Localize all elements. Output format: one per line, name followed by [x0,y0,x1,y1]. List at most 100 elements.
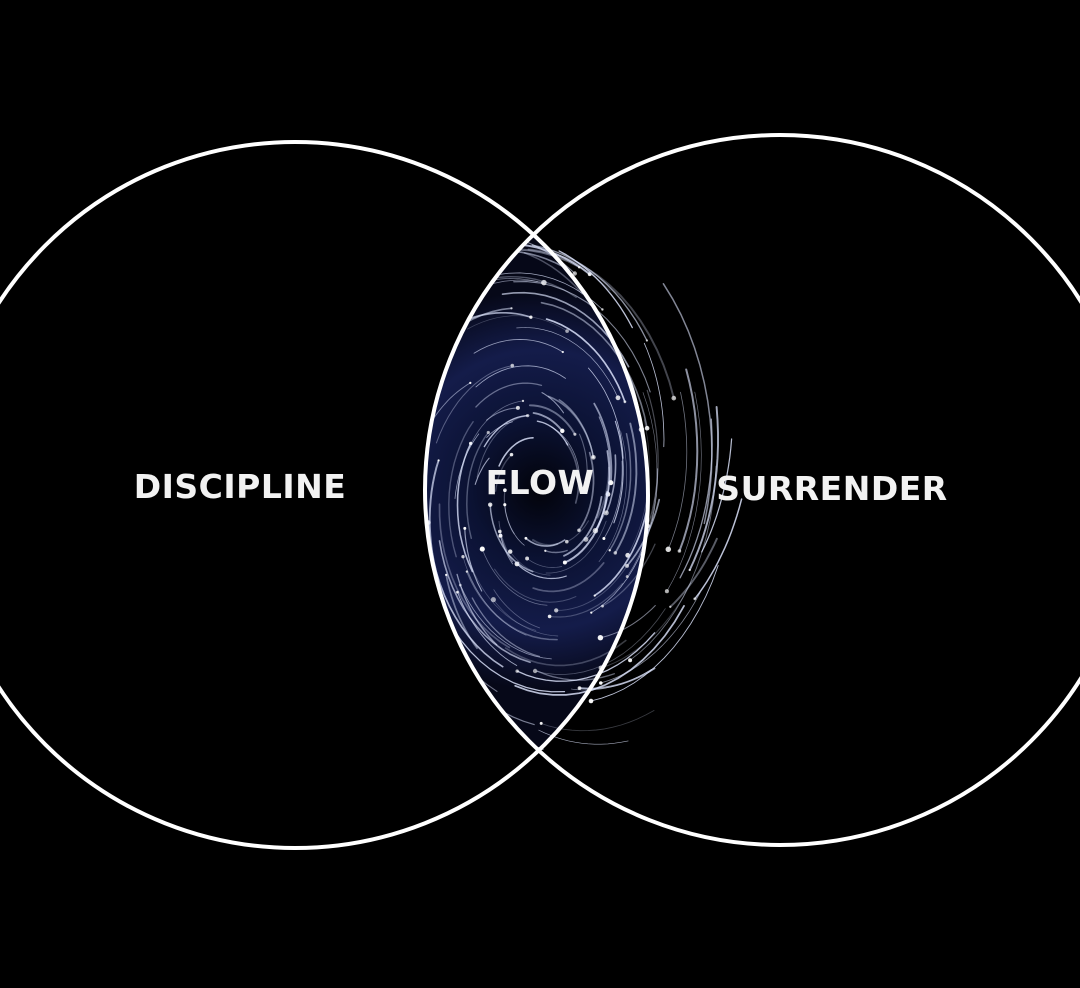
swirl-streak [374,391,416,501]
swirl-streak [565,442,580,504]
swirl-spark [532,668,538,674]
swirl-spark [597,634,604,641]
swirl-spark [577,265,581,269]
swirl-streak [425,310,460,346]
swirl-streak [593,402,613,484]
swirl-spark [489,258,493,263]
swirl-streak [688,405,719,571]
swirl-spark [565,539,569,544]
swirl-streak [438,503,511,649]
swirl-streak [504,639,627,667]
swirl-streak [679,418,713,579]
swirl-streak [578,451,595,532]
swirl-spark [554,608,559,613]
swirl-spark [561,350,564,354]
circle-surrender [423,133,1080,847]
swirl-streak [527,248,675,400]
swirl-spark [392,555,397,560]
swirl-streak [545,520,607,574]
swirl-spark [577,686,582,690]
swirl-spark [524,536,528,540]
swirl-spark [499,257,502,261]
swirl-streak [467,315,568,332]
swirl-spark [628,658,633,663]
swirl-spark [503,488,507,493]
swirl-streak [667,391,688,550]
swirl-spark [461,555,465,559]
swirl-streak [605,454,617,514]
swirl-spark [669,605,672,608]
swirl-streak [468,560,537,631]
swirl-streak [498,520,508,551]
swirl-streak [457,591,518,666]
swirl-spark [590,611,593,614]
swirl-streak [614,422,638,554]
swirl-streak [613,420,624,524]
swirl-streak [438,540,531,664]
swirl-streak [599,604,656,639]
intersection-region [342,142,743,845]
swirl-streak [474,457,490,485]
swirl-spark [507,549,513,554]
swirl-streak [435,365,513,444]
swirl-streak [555,566,627,611]
swirl-spark [565,329,569,333]
swirl-spark [497,529,502,534]
label-discipline: DISCIPLINE [134,467,347,506]
swirl-streak [459,584,552,660]
swirl-streak [590,565,719,702]
swirl-streak [514,605,685,696]
swirl-streak [545,318,626,403]
swirl-spark [396,542,399,545]
swirl-spark [445,573,448,577]
swirl-spark [525,556,530,561]
swirl-spark [688,568,691,572]
swirl-spark [562,560,567,565]
swirl-spark [572,271,577,276]
swirl-spark [466,281,470,284]
swirl-spark [578,483,582,487]
swirl-spark [593,594,596,597]
swirl-spark [379,570,383,574]
swirl-spark [490,597,496,603]
swirl-streak [547,395,595,459]
swirl-spark [510,363,515,368]
swirl-spark [645,339,649,342]
swirl-spark [503,503,507,507]
swirl-spark [644,425,650,431]
swirl-streak [666,391,702,592]
swirl-spark [486,430,490,435]
swirl-streak [473,338,564,354]
swirl-spark [387,381,390,384]
swirl-streak [600,592,701,684]
swirl-streak [669,537,718,608]
swirl-spark [422,608,424,610]
swirl-streak [468,400,524,448]
swirl-streak [588,367,624,459]
swirl-streak [531,244,648,342]
swirl-spark [456,590,459,594]
label-flow: FLOW [486,463,595,502]
swirl-spark [391,576,394,579]
swirl-streak [493,589,541,629]
swirl-spark [615,395,621,401]
swirl-streak [353,332,422,439]
swirl-streak [475,365,566,388]
swirl-streak [466,570,558,641]
swirl-spark [479,546,485,552]
swirl-spark [613,551,618,555]
swirl-streak [516,632,656,682]
swirl-streak [523,252,584,295]
swirl-spark [625,575,629,579]
swirl-streak [678,368,699,552]
swirl-spark [510,307,513,310]
swirl-streak [694,498,743,600]
swirl-streak [594,450,611,532]
swirl-streak [662,283,713,525]
swirl-streak [544,549,568,554]
swirl-streak [558,250,633,329]
swirl-spark [529,315,533,319]
swirl-streak [342,382,388,465]
swirl-streak [498,437,534,467]
